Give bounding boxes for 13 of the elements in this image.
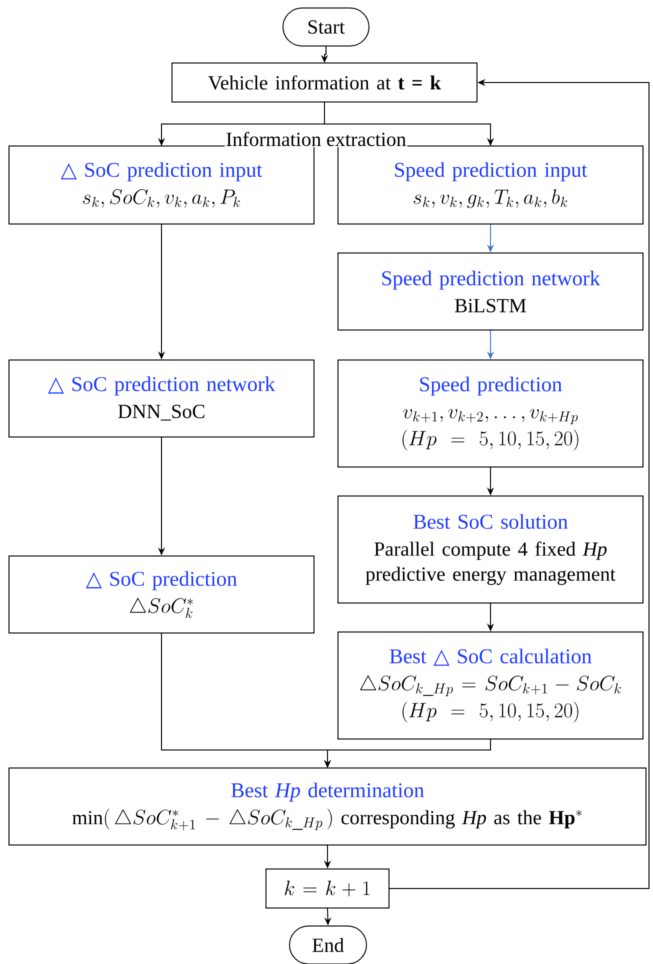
process-box: Best △ SoC calculation $\triangle SoC_{k\_Hp} = SoC_{k+1} - SoC_k$ $(Hp = 5,10,15,20)$ bbox=[338, 632, 644, 740]
end-terminal: End bbox=[289, 926, 367, 964]
process-box: △ SoC prediction $\triangle SoC_k^*$ bbox=[8, 556, 314, 634]
process-box: △ SoC prediction network DNN_SoC bbox=[8, 360, 314, 438]
process-box: $k = k + 1$ bbox=[266, 868, 390, 908]
process-box: Best Hp determination $\mathrm{min}(\,\triangle SoC^*_{k+1} - \triangle SoC_{k\_Hp}\,)\ \mbox{corresponding}\ \mathit{Hp}\ \mbox{as the}\ \mathbf{Hp}^*$ bbox=[8, 768, 646, 846]
process-box: Speed prediction input $s_k, v_k, g_k, T_k, a_k, b_k$ bbox=[338, 146, 644, 224]
process-box: Vehicle information at t = k bbox=[172, 62, 478, 102]
process-box: Speed prediction network BiLSTM bbox=[338, 252, 644, 330]
edge-label: Information extraction bbox=[224, 130, 408, 148]
process-box: Best SoC solution Parallel compute 4 fixed Hp predictive energy management bbox=[338, 496, 644, 604]
process-box: Speed prediction $v_{k+1}, v_{k+2}, \ldots, v_{k+Hp}$ $(Hp = 5,10,15,20)$ bbox=[338, 360, 644, 468]
start-terminal: Start bbox=[282, 8, 370, 46]
